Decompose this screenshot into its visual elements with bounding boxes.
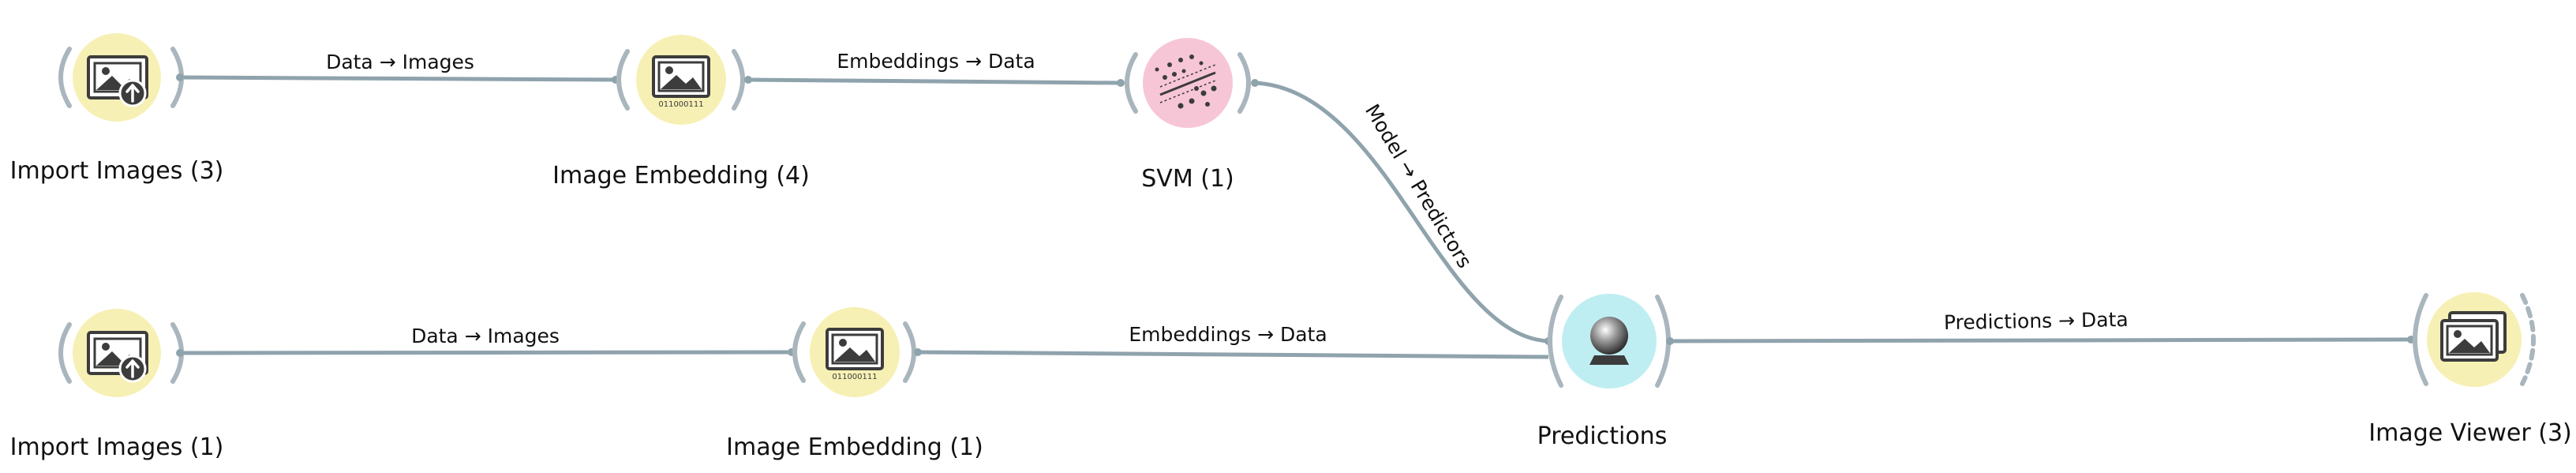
node-predictions[interactable]: Predictions bbox=[1537, 294, 1674, 450]
link-predictions-to-image-viewer[interactable]: Predictions → Data bbox=[1669, 308, 2412, 343]
image-upload-icon bbox=[87, 331, 148, 383]
node-label: SVM (1) bbox=[1141, 165, 1234, 193]
node-label: Predictions bbox=[1537, 422, 1668, 450]
node-label: Image Embedding (1) bbox=[726, 434, 983, 461]
link-svm-to-predictions[interactable]: Model → Predictors bbox=[1254, 81, 1549, 343]
image-upload-icon bbox=[87, 55, 148, 107]
node-label: Import Images (3) bbox=[10, 157, 224, 185]
svm-scatter-icon bbox=[1155, 54, 1217, 109]
node-image-embedding-bottom[interactable]: 011000111 Image Embedding (1) bbox=[726, 307, 983, 461]
link-label: Predictions → Data bbox=[1944, 308, 2129, 334]
node-label: Image Embedding (4) bbox=[552, 162, 810, 190]
link-label: Data → Images bbox=[411, 325, 560, 347]
link-label: Data → Images bbox=[326, 51, 474, 73]
node-image-embedding-top[interactable]: 011000111 Image Embedding (4) bbox=[552, 35, 810, 190]
node-label: Import Images (1) bbox=[10, 434, 224, 461]
link-import-top-to-embedding-top[interactable]: Data → Images bbox=[179, 51, 616, 82]
icon-binary-text: 011000111 bbox=[658, 100, 703, 109]
image-gallery-icon bbox=[2440, 311, 2507, 362]
link-import-bottom-to-embedding-bottom[interactable]: Data → Images bbox=[179, 325, 792, 355]
link-embedding-bottom-to-predictions[interactable]: Embeddings → Data bbox=[917, 323, 1549, 359]
node-image-viewer[interactable]: Image Viewer (3) bbox=[2368, 292, 2572, 447]
link-embedding-top-to-svm[interactable]: Embeddings → Data bbox=[747, 50, 1121, 85]
link-label: Embeddings → Data bbox=[837, 50, 1035, 73]
image-embedding-icon: 011000111 bbox=[652, 55, 710, 109]
node-import-images-bottom[interactable]: Import Images (1) bbox=[10, 309, 224, 461]
node-svm[interactable]: SVM (1) bbox=[1117, 38, 1259, 193]
image-embedding-icon: 011000111 bbox=[826, 328, 884, 381]
node-label: Image Viewer (3) bbox=[2368, 419, 2572, 447]
icon-binary-text: 011000111 bbox=[832, 373, 877, 381]
link-label: Embeddings → Data bbox=[1129, 323, 1327, 346]
link-label: Model → Predictors bbox=[1361, 100, 1477, 272]
node-import-images-top[interactable]: Import Images (3) bbox=[10, 33, 224, 185]
crystal-ball-icon bbox=[1589, 317, 1629, 365]
